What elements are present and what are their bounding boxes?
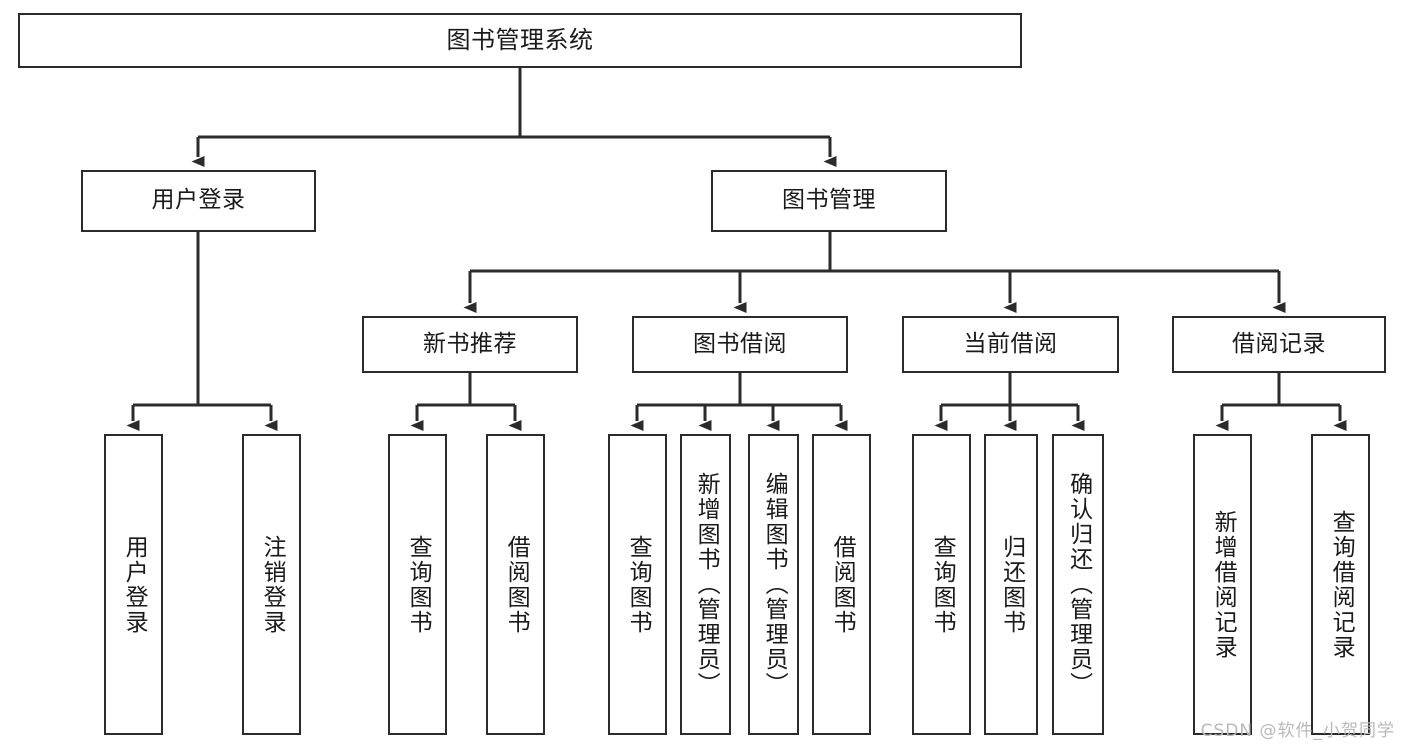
node-label: 新增图书（管理员） [693,472,720,697]
node-book-borrow[interactable]: 图书借阅 [632,316,848,373]
leaf-edit-book-admin[interactable]: 编辑图书（管理员） [748,434,799,735]
node-current-borrow[interactable]: 当前借阅 [902,316,1119,373]
leaf-query-borrow-record[interactable]: 查询借阅记录 [1311,434,1370,735]
node-label: 图书管理 [782,187,876,214]
node-label: 查询图书 [929,534,956,635]
node-label: 新增借阅记录 [1210,509,1237,660]
leaf-user-login[interactable]: 用户登录 [104,434,163,735]
node-book-management[interactable]: 图书管理 [711,170,947,232]
node-label: 借阅图书 [503,534,530,635]
node-new-book-recommend[interactable]: 新书推荐 [362,316,578,373]
csdn-watermark: CSDN @软件_小贺同学 [1200,721,1395,741]
node-root-system[interactable]: 图书管理系统 [18,13,1022,68]
leaf-add-borrow-record[interactable]: 新增借阅记录 [1193,434,1252,735]
node-label: 确认归还（管理员） [1065,472,1092,697]
leaf-logout[interactable]: 注销登录 [242,434,301,735]
node-label: 用户登录 [151,187,246,214]
node-label: 用户登录 [121,534,148,635]
leaf-borrow-books-recommend[interactable]: 借阅图书 [486,434,545,735]
leaf-query-books-borrow[interactable]: 查询图书 [608,434,667,735]
leaf-borrow-books[interactable]: 借阅图书 [812,434,871,735]
node-label: 查询图书 [405,534,432,635]
node-label: 新书推荐 [423,330,517,357]
node-user-login[interactable]: 用户登录 [81,170,316,232]
node-label: 归还图书 [998,534,1025,635]
node-borrow-records[interactable]: 借阅记录 [1172,316,1386,373]
leaf-confirm-return-admin[interactable]: 确认归还（管理员） [1052,434,1104,735]
node-label: 查询图书 [625,534,652,635]
leaf-query-books-recommend[interactable]: 查询图书 [388,434,447,735]
leaf-add-book-admin[interactable]: 新增图书（管理员） [680,434,731,735]
node-label: 借阅图书 [829,534,856,635]
node-label: 编辑图书（管理员） [761,472,788,697]
node-label: 注销登录 [259,534,286,635]
node-label: 当前借阅 [963,330,1058,357]
node-label: 图书借阅 [693,330,787,357]
node-label: 查询借阅记录 [1328,509,1355,660]
leaf-query-books-current[interactable]: 查询图书 [912,434,971,735]
node-label: 图书管理系统 [446,26,594,55]
leaf-return-books[interactable]: 归还图书 [984,434,1038,735]
node-label: 借阅记录 [1232,330,1326,357]
